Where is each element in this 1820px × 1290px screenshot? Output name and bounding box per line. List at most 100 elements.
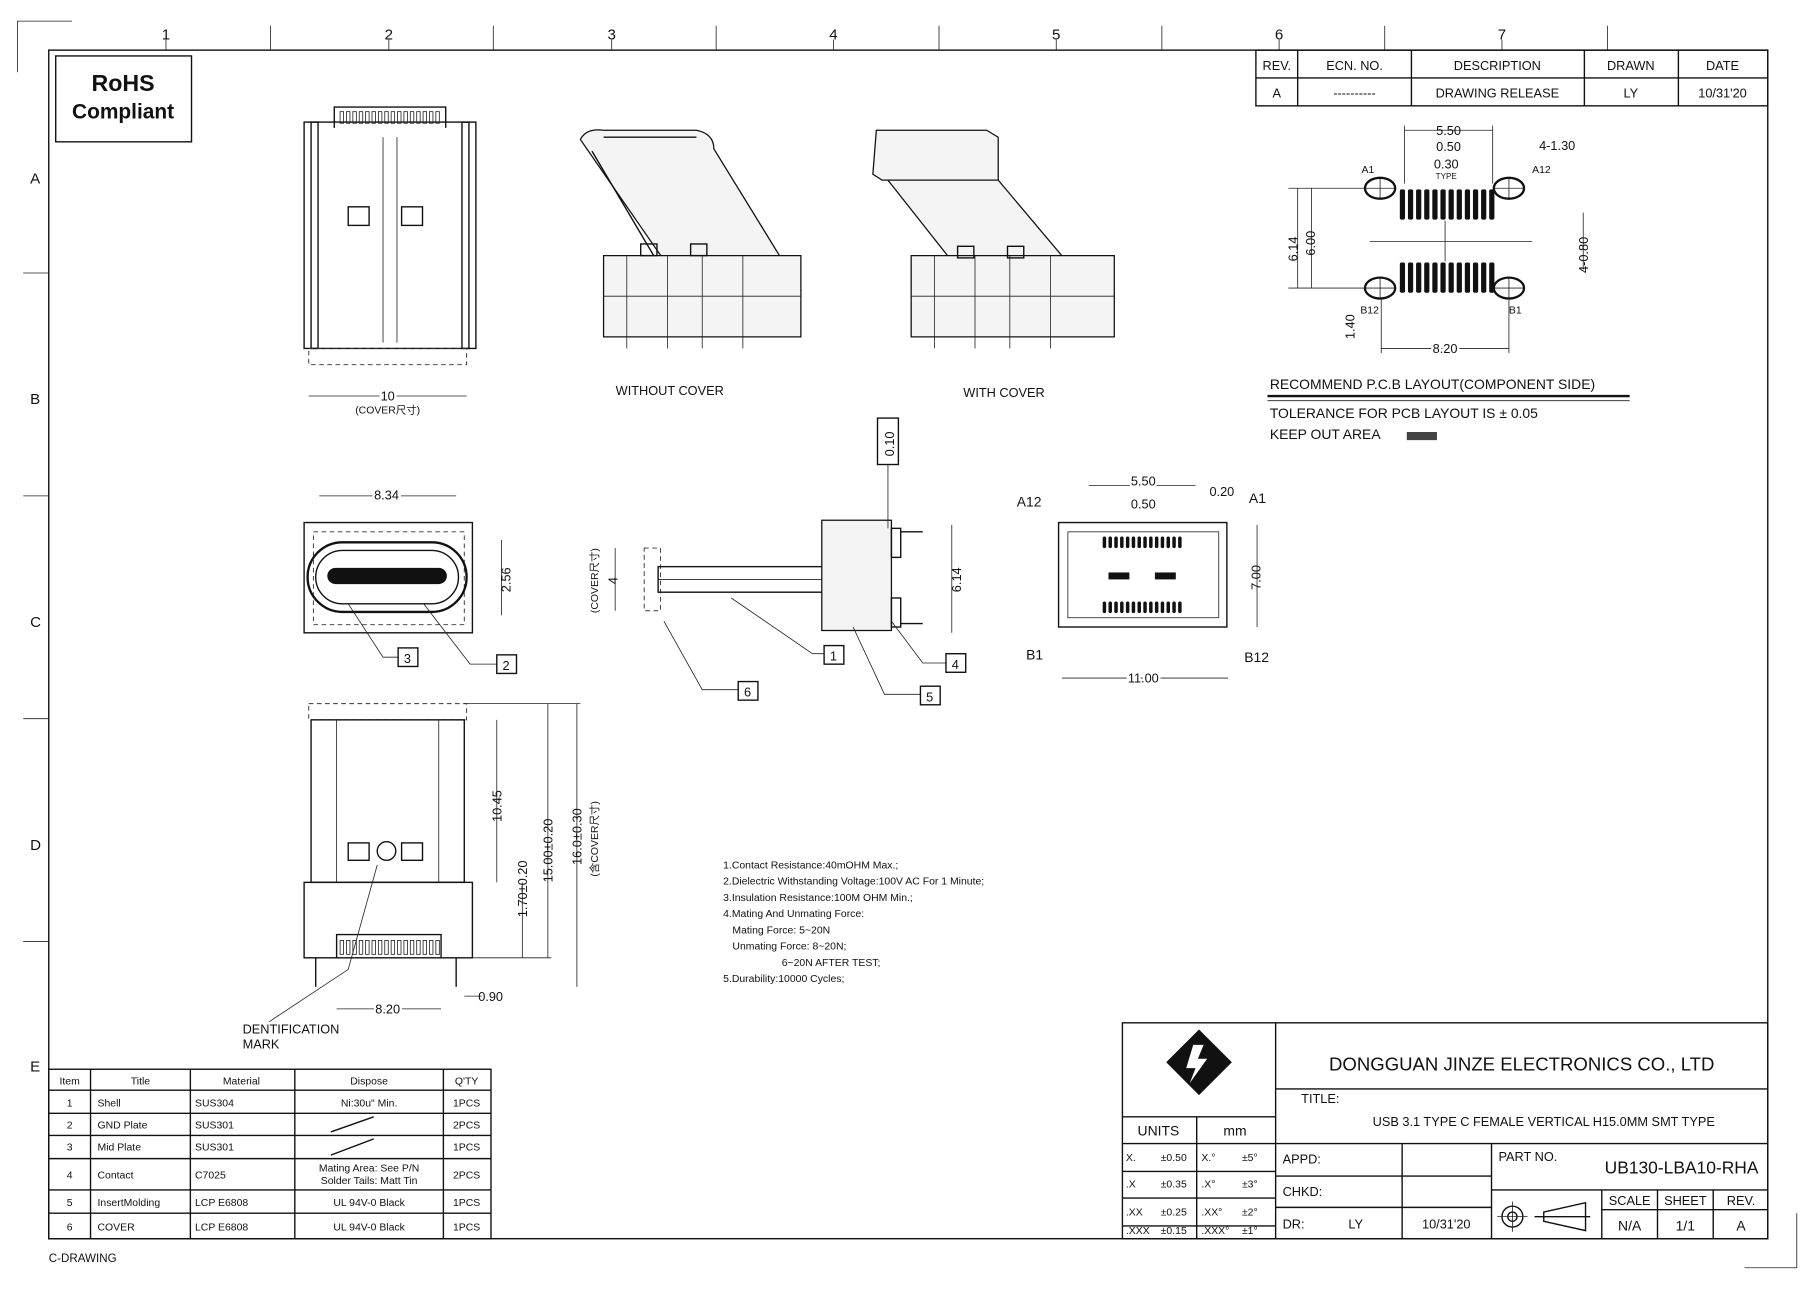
ecn-value: ---------- (1333, 86, 1375, 101)
bom-cell: InsertMolding (98, 1198, 161, 1209)
corner-mark (17, 20, 72, 73)
dim-label: TYPE (1436, 172, 1458, 181)
note-line: 2.Dielectric Withstanding Voltage:100V A… (723, 877, 984, 888)
pad (1114, 536, 1118, 549)
pad (1108, 536, 1112, 549)
pad (1143, 601, 1147, 614)
contact-tooth (409, 939, 415, 955)
dr-label: DR: (1283, 1216, 1305, 1231)
tolerance-cell: ±0.15 (1161, 1226, 1187, 1237)
dim-label: 16.0±0.30 (570, 808, 585, 865)
contact-tooth (346, 939, 351, 955)
pin-label: B1 (1026, 647, 1043, 663)
column-label: 6 (1275, 27, 1283, 44)
tolerance-cell: ±5° (1242, 1153, 1258, 1164)
pad (1172, 601, 1176, 614)
contact-tooth (435, 111, 440, 124)
pad (1464, 189, 1471, 220)
contact-tooth (339, 939, 344, 955)
keepout-swatch (1406, 432, 1437, 441)
tolerance-cell: .X (1126, 1180, 1136, 1191)
top-view: 10 (COVER尺寸) (303, 106, 477, 416)
callout-number: 2 (503, 658, 510, 673)
note-line: Mating Force: 5~20N (732, 925, 830, 936)
pin-label: A12 (1017, 493, 1042, 509)
id-mark-label: DENTIFICATION (243, 1021, 340, 1036)
pcb-layout-heading: RECOMMEND P.C.B LAYOUT(COMPONENT SIDE) (1270, 376, 1595, 392)
tolerance-cell: ±3° (1242, 1180, 1258, 1191)
bom-cell: UL 94V-0 Black (333, 1198, 405, 1209)
bom-cell: Shell (98, 1098, 121, 1109)
dim-label: 1.40 (1343, 314, 1358, 339)
dim-label: 4-0.80 (1576, 237, 1591, 273)
tolerance-cell: .XXX° (1201, 1226, 1229, 1237)
ecn-header: ECN. NO. (1326, 58, 1383, 73)
contact-tooth (429, 939, 434, 955)
tolerance-cell: ±2° (1242, 1207, 1258, 1218)
sheet-value: 1/1 (1676, 1218, 1696, 1234)
pad (1448, 262, 1454, 293)
rohs-text: RoHS (91, 70, 154, 96)
callout-number: 1 (830, 649, 837, 664)
dim-label: 0.20 (1209, 484, 1234, 499)
bom-cell: 2PCS (453, 1170, 480, 1181)
pad (1424, 262, 1430, 293)
contact-tooth (339, 111, 344, 124)
pad (1432, 262, 1438, 293)
dim-label: 0.50 (1131, 497, 1156, 512)
tolerance-cell: .XX° (1201, 1207, 1222, 1218)
bom-cell: LCP E6808 (195, 1198, 248, 1209)
bom-cell: SUS301 (195, 1120, 234, 1131)
column-label: 4 (829, 27, 837, 44)
pad (1102, 601, 1107, 614)
contact-tooth (384, 939, 389, 955)
id-mark-label: MARK (243, 1036, 280, 1051)
column-label: 1 (162, 27, 170, 44)
contact-tooth (422, 111, 427, 124)
iso-view-without-cover: WITHOUT COVER (579, 129, 803, 398)
drawn-header: DRAWN (1607, 58, 1655, 73)
note-line: 1.Contact Resistance:40mOHM Max.; (723, 860, 898, 871)
bom-header: Item (59, 1076, 79, 1087)
row-label: B (30, 391, 40, 408)
contact-tooth (390, 111, 396, 124)
pad (1149, 601, 1153, 614)
bom-cell: 1PCS (453, 1223, 480, 1234)
note-line: Unmating Force: 8~20N; (732, 942, 846, 953)
bom-cell: 2PCS (453, 1120, 480, 1131)
callout-2 (496, 654, 518, 675)
callout-number: 5 (926, 689, 933, 704)
contact-tooth (352, 939, 357, 955)
dim-label: 10.45 (489, 790, 504, 822)
pad (1125, 601, 1130, 614)
pad (1440, 262, 1446, 293)
units-label: UNITS (1138, 1122, 1180, 1138)
bom-cell: 1 (67, 1098, 73, 1109)
company-logo (1166, 1029, 1232, 1096)
drawn-by: LY (1348, 1216, 1363, 1231)
bom-header: Material (223, 1076, 260, 1087)
pad (1416, 262, 1422, 293)
compliant-text: Compliant (72, 101, 174, 124)
keepout-note: KEEP OUT AREA (1270, 426, 1382, 442)
contact-tooth (377, 939, 383, 955)
bom-cell: 2 (67, 1120, 73, 1131)
dim-label: 8.20 (375, 1002, 400, 1017)
part-no-label: PART NO. (1498, 1149, 1557, 1164)
pad (1143, 536, 1147, 549)
row-label: A (30, 171, 41, 188)
pad (1114, 601, 1118, 614)
pad (1166, 601, 1170, 614)
revision-table: REV. ECN. NO. DESCRIPTION DRAWN DATE A -… (1255, 49, 1769, 107)
dim-label: 8.34 (374, 487, 399, 502)
dim-label: 10 (381, 389, 395, 404)
corner-mark (1744, 1213, 1798, 1269)
contact-tooth (358, 111, 364, 124)
description-value: DRAWING RELEASE (1436, 86, 1560, 101)
pad (1166, 536, 1170, 549)
bom-cell: C7025 (195, 1170, 226, 1181)
pad (1481, 262, 1487, 293)
title-label: TITLE: (1301, 1091, 1339, 1106)
front-view: 8.34 2.56 3 2 (303, 485, 518, 675)
contact-tooth (416, 111, 421, 124)
